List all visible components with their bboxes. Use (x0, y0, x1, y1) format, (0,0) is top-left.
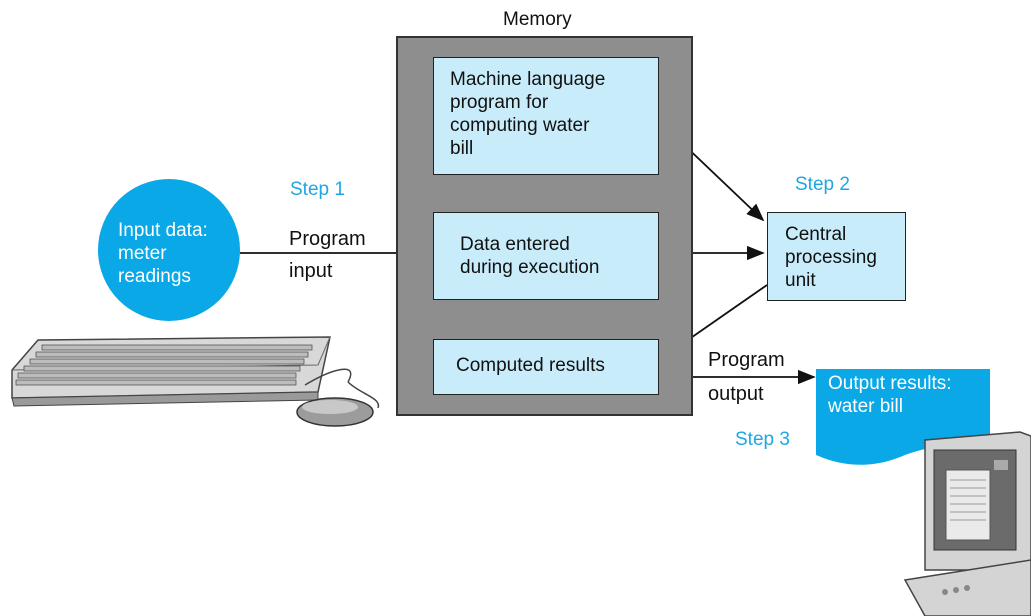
cpu-box: Central processing unit (767, 212, 906, 301)
monitor-icon (903, 431, 1031, 616)
results-box-line-1: Computed results (456, 355, 605, 376)
mouse-icon (296, 368, 380, 427)
keyboard-icon (11, 336, 331, 407)
output-results-text: Output results: water bill (828, 372, 952, 418)
memory-title: Memory (503, 9, 572, 30)
program-box-line-3: computing water (450, 115, 590, 136)
input-line-3: readings (118, 266, 191, 287)
results-box: Computed results (433, 339, 659, 395)
step-1-label: Step 1 (290, 179, 345, 200)
cpu-line-3: unit (785, 270, 816, 291)
step-2-label: Step 2 (795, 174, 850, 195)
cpu-line-1: Central (785, 224, 847, 245)
data-box-line-1: Data entered (460, 234, 570, 255)
program-box-line-1: Machine language (450, 69, 606, 90)
input-data-circle: Input data: meter readings (98, 179, 240, 321)
program-box-line-2: program for (450, 92, 549, 113)
program-box-line-4: bill (450, 138, 474, 159)
step-3-label: Step 3 (735, 429, 790, 450)
input-line-1: Input data: (118, 220, 208, 241)
input-line-2: meter (118, 243, 167, 264)
data-box: Data entered during execution (433, 212, 659, 300)
program-output-label-1: Program (708, 349, 785, 371)
cpu-line-2: processing (785, 247, 877, 268)
program-input-label-1: Program (289, 228, 366, 250)
output-line-2: water bill (828, 396, 903, 417)
program-input-label-2: input (289, 260, 333, 282)
data-box-line-2: during execution (460, 257, 600, 278)
program-output-label-2: output (708, 383, 764, 405)
program-box: Machine language program for computing w… (433, 57, 659, 175)
output-line-1: Output results: (828, 373, 952, 394)
